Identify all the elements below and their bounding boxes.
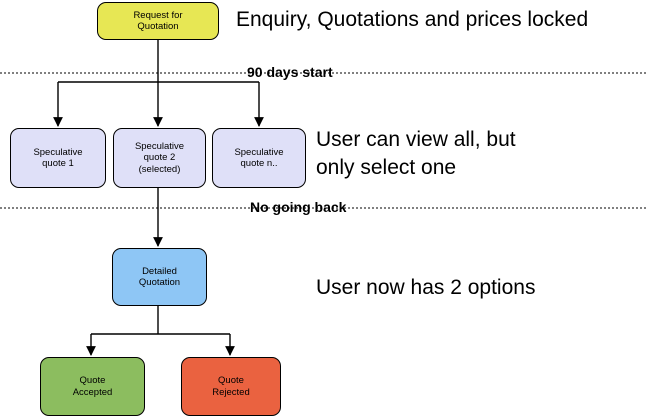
node-detailed-quotation[interactable]: Detailed Quotation	[112, 248, 207, 306]
note-user-can-view-all: User can view all, but only select one	[316, 128, 516, 179]
note-user-now-has-2-options: User now has 2 options	[316, 276, 536, 299]
node-speculative-quote-n[interactable]: Speculative quote n..	[212, 128, 306, 188]
divider-label-90-days-start: 90 days start	[247, 64, 333, 80]
node-quote-accepted[interactable]: Quote Accepted	[40, 357, 145, 416]
node-quote-rejected[interactable]: Quote Rejected	[181, 357, 281, 416]
node-speculative-quote-1[interactable]: Speculative quote 1	[10, 128, 106, 188]
divider-label-no-going-back: No going back	[250, 199, 347, 215]
node-request-for-quotation[interactable]: Request for Quotation	[97, 2, 219, 40]
node-speculative-quote-2-selected[interactable]: Speculative quote 2 (selected)	[113, 128, 206, 188]
note-enquiry-prices-locked: Enquiry, Quotations and prices locked	[236, 8, 589, 31]
